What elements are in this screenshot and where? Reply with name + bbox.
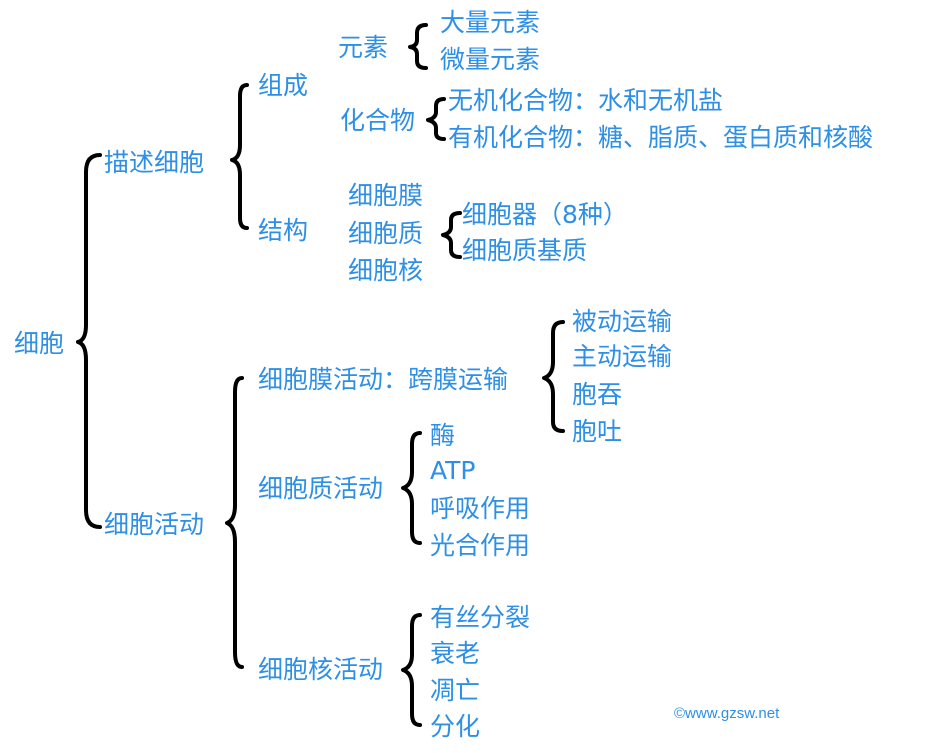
brace-describe: [230, 83, 249, 230]
element-item: 大量元素: [440, 8, 541, 37]
brace-activity: [225, 376, 244, 669]
element-item: 微量元素: [440, 45, 541, 74]
membrane-item: 主动运输: [572, 342, 673, 371]
cytoplasm-activity-item: 酶: [430, 421, 456, 450]
nucleus-activity-item: 衰老: [430, 639, 481, 668]
elements-label: 元素: [338, 33, 389, 62]
brace-cytoplasm-parts: [441, 211, 462, 259]
brace-cytoplasm-activity: [401, 431, 422, 545]
root-label: 细胞: [14, 329, 65, 358]
cell-activity-label: 细胞活动: [104, 510, 205, 539]
cytoplasm-part: 细胞质基质: [462, 236, 588, 265]
brace-root: [76, 153, 102, 529]
membrane-item: 胞吞: [572, 380, 623, 409]
compound-item: 有机化合物：糖、脂质、蛋白质和核酸: [448, 123, 874, 152]
cytoplasm-activity-item: 光合作用: [430, 531, 531, 560]
structure-label: 结构: [258, 216, 309, 245]
nucleus-activity-item: 有丝分裂: [430, 603, 531, 632]
nucleus-activity-label: 细胞核活动: [258, 655, 384, 684]
cytoplasm-activity-item: 呼吸作用: [430, 494, 531, 523]
structure-part: 细胞质: [348, 219, 424, 248]
structure-part: 细胞膜: [348, 181, 424, 210]
membrane-item: 被动运输: [572, 307, 673, 336]
cytoplasm-activity-item: ATP: [430, 456, 476, 485]
composition-label: 组成: [258, 71, 309, 100]
cytoplasm-activity-label: 细胞质活动: [258, 474, 384, 503]
structure-part: 细胞核: [348, 256, 424, 285]
brace-elements: [408, 23, 428, 70]
compounds-label: 化合物: [340, 106, 416, 135]
cytoplasm-part: 细胞器（8种）: [462, 200, 628, 229]
membrane-activity-label: 细胞膜活动：跨膜运输: [258, 365, 509, 394]
nucleus-activity-item: 凋亡: [430, 676, 481, 705]
watermark: ©www.gzsw.net: [674, 705, 780, 722]
brace-membrane: [542, 320, 565, 433]
describe-cell-label: 描述细胞: [104, 148, 205, 177]
compound-item: 无机化合物：水和无机盐: [448, 86, 724, 115]
nucleus-activity-item: 分化: [430, 712, 481, 741]
brace-nucleus-activity: [401, 613, 422, 727]
membrane-item: 胞吐: [572, 417, 623, 446]
brace-compounds: [426, 97, 446, 141]
